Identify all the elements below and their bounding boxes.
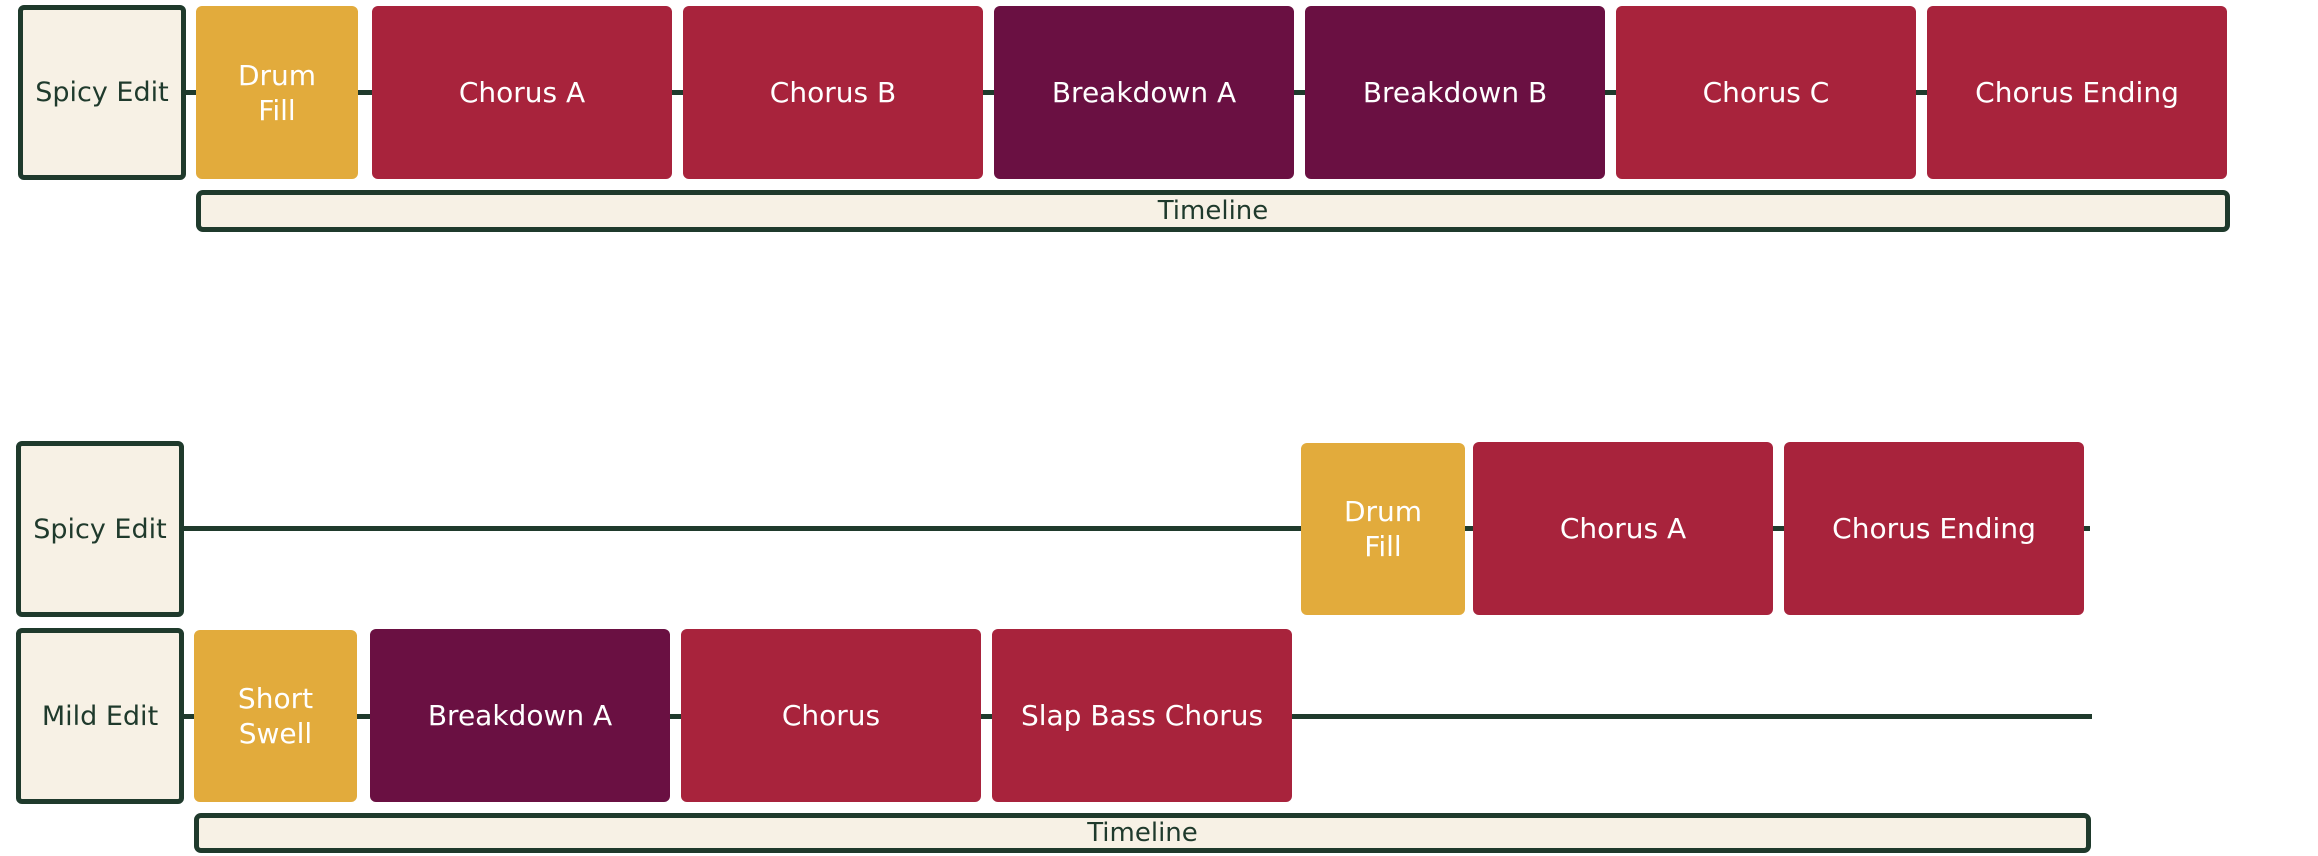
block-breakdown-b[interactable]: Breakdown B xyxy=(1305,6,1605,179)
block-label: Short Swell xyxy=(237,682,314,750)
block-chorus-ending[interactable]: Chorus Ending xyxy=(1784,442,2084,615)
block-chorus[interactable]: Chorus xyxy=(681,629,981,802)
block-label: Breakdown B xyxy=(1362,76,1548,109)
timeline-bar: Timeline xyxy=(196,190,2230,232)
block-label: Chorus C xyxy=(1702,76,1830,109)
track-label-text: Spicy Edit xyxy=(33,513,167,545)
track-label-mild-edit: Mild Edit xyxy=(16,628,184,804)
block-drum-fill[interactable]: Drum Fill xyxy=(1301,443,1465,615)
track-label-text: Spicy Edit xyxy=(35,77,169,108)
block-label: Chorus A xyxy=(1559,512,1687,545)
timeline-label: Timeline xyxy=(1087,818,1198,848)
block-label: Chorus Ending xyxy=(1832,512,2036,545)
block-label: Chorus A xyxy=(458,76,586,109)
block-chorus-ending[interactable]: Chorus Ending xyxy=(1927,6,2227,179)
block-breakdown-a[interactable]: Breakdown A xyxy=(994,6,1294,179)
block-label: Chorus xyxy=(781,699,881,732)
block-breakdown-a[interactable]: Breakdown A xyxy=(370,629,670,802)
block-chorus-c[interactable]: Chorus C xyxy=(1616,6,1916,179)
block-label: Breakdown A xyxy=(1051,76,1237,109)
track-label-spicy-edit: Spicy Edit xyxy=(16,441,184,617)
timeline-bar: Timeline xyxy=(194,813,2091,853)
block-drum-fill[interactable]: Drum Fill xyxy=(196,6,358,179)
block-slap-bass-chorus[interactable]: Slap Bass Chorus xyxy=(992,629,1292,802)
track-line-spicy xyxy=(180,526,2090,531)
block-label: Breakdown A xyxy=(427,699,613,732)
block-label: Drum Fill xyxy=(237,58,317,127)
block-label: Slap Bass Chorus xyxy=(1020,699,1264,732)
block-label: Chorus B xyxy=(769,76,897,109)
track-label-text: Mild Edit xyxy=(41,700,159,732)
block-chorus-a[interactable]: Chorus A xyxy=(372,6,672,179)
block-label: Drum Fill xyxy=(1343,495,1423,563)
track-label-spicy-edit: Spicy Edit xyxy=(18,5,186,180)
block-chorus-b[interactable]: Chorus B xyxy=(683,6,983,179)
block-label: Chorus Ending xyxy=(1975,76,2179,109)
block-short-swell[interactable]: Short Swell xyxy=(194,630,357,802)
block-chorus-a[interactable]: Chorus A xyxy=(1473,442,1773,615)
timeline-label: Timeline xyxy=(1157,196,1269,226)
